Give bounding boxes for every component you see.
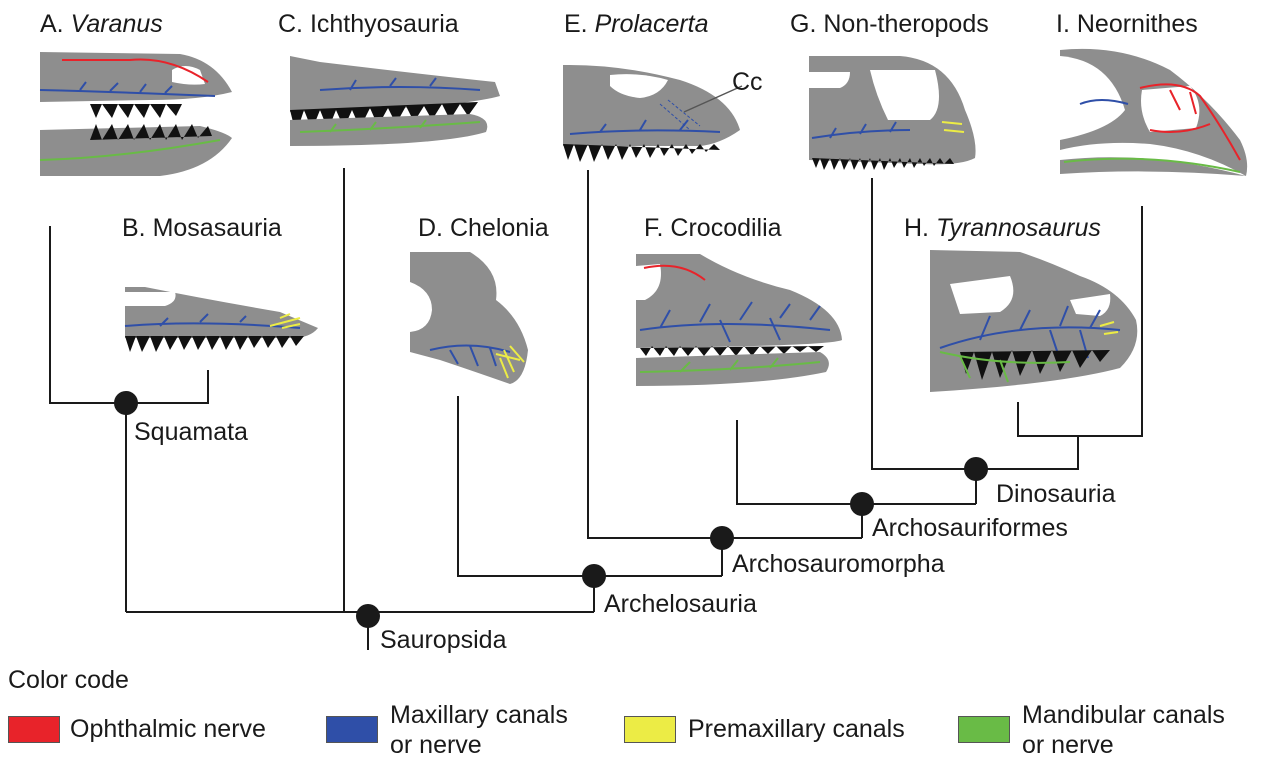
varanus-skull-illustration (40, 52, 232, 176)
taxon-name: Non-theropods (823, 10, 988, 38)
taxon-name: Ichthyosauria (310, 10, 459, 38)
taxon-letter: F. (644, 214, 663, 242)
clade-label-squamata: Squamata (134, 420, 248, 445)
legend-swatch-mandibular (958, 716, 1010, 743)
node-squamata (114, 391, 138, 415)
taxon-letter: I. (1056, 10, 1070, 38)
taxon-letter: D. (418, 214, 443, 242)
legend-label-line2: or nerve (1022, 731, 1114, 759)
taxon-letter: A. (40, 10, 64, 38)
prolacerta-skull-illustration (563, 65, 742, 162)
neornithes-skull-illustration (1060, 49, 1247, 176)
chelonia-skull-illustration (410, 252, 528, 384)
ichthyosauria-skull-illustration (290, 56, 500, 146)
taxon-name: Tyrannosaurus (936, 214, 1101, 242)
legend-label-line1: Premaxillary canals (688, 715, 905, 743)
clade-label-archosauromorpha: Archosauromorpha (732, 552, 945, 577)
taxon-letter: E. (564, 10, 588, 38)
taxon-label-i: I. Neornithes (1056, 12, 1198, 37)
clade-label-archelosauria: Archelosauria (604, 592, 757, 617)
legend-label-line2: or nerve (390, 731, 482, 759)
taxon-name: Neornithes (1077, 10, 1198, 38)
legend-label-line1: Ophthalmic nerve (70, 715, 266, 743)
taxon-letter: C. (278, 10, 303, 38)
tyrannosaurus-skull-illustration (930, 250, 1137, 392)
taxon-label-a: A. Varanus (40, 12, 163, 37)
legend-label-premaxillary: Premaxillary canals (688, 714, 905, 744)
taxon-letter: B. (122, 214, 146, 242)
taxon-letter: G. (790, 10, 816, 38)
legend-title: Color code (8, 668, 129, 693)
taxon-label-e: E. Prolacerta (564, 12, 709, 37)
clade-label-archosauriformes: Archosauriformes (872, 516, 1068, 541)
taxon-label-h: H. Tyrannosaurus (904, 216, 1101, 241)
mosasauria-skull-illustration (125, 287, 318, 352)
legend-swatch-ophthalmic (8, 716, 60, 743)
legend-label-line1: Maxillary canals (390, 701, 568, 729)
taxon-name: Crocodilia (670, 214, 781, 242)
legend-swatch-maxillary (326, 716, 378, 743)
taxon-name: Varanus (71, 10, 163, 38)
legend-swatch-premaxillary (624, 716, 676, 743)
crocodilia-skull-illustration (636, 254, 842, 386)
taxon-letter: H. (904, 214, 929, 242)
node-archosauromorpha (710, 526, 734, 550)
clade-label-dinosauria: Dinosauria (996, 482, 1116, 507)
taxon-label-f: F. Crocodilia (644, 216, 782, 241)
node-sauropsida (356, 604, 380, 628)
taxon-label-g: G. Non-theropods (790, 12, 989, 37)
taxon-label-b: B. Mosasauria (122, 216, 282, 241)
clade-label-sauropsida: Sauropsida (380, 628, 506, 653)
taxon-name: Mosasauria (153, 214, 282, 242)
legend-label-line1: Mandibular canals (1022, 701, 1225, 729)
taxon-label-c: C. Ichthyosauria (278, 12, 459, 37)
taxon-label-d: D. Chelonia (418, 216, 549, 241)
node-archelosauria (582, 564, 606, 588)
taxon-name: Prolacerta (595, 10, 709, 38)
node-archosauriformes (850, 492, 874, 516)
cc-annotation: Cc (732, 70, 763, 95)
taxon-name: Chelonia (450, 214, 549, 242)
legend-label-ophthalmic: Ophthalmic nerve (70, 714, 266, 744)
node-dinosauria (964, 457, 988, 481)
non-theropods-skull-illustration (809, 56, 976, 170)
